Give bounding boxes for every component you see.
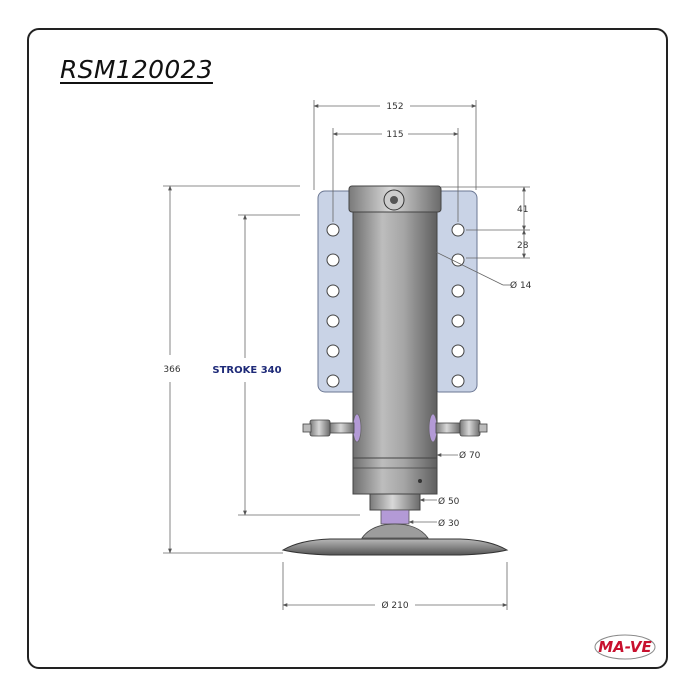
cylinder-body bbox=[348, 185, 442, 459]
mounting-hole bbox=[451, 344, 465, 358]
mounting-hole bbox=[326, 374, 340, 388]
mounting-hole bbox=[326, 314, 340, 328]
ma-ve-logo: MA-VE bbox=[594, 634, 656, 660]
dim-label-cylinder-diameter: Ø 70 bbox=[459, 450, 481, 461]
dim-label-hole-diameter: Ø 14 bbox=[510, 280, 532, 291]
dimension-366: 366 bbox=[163, 185, 300, 554]
dim-label-bracket-width: 152 bbox=[386, 102, 403, 112]
dim-label-neck-diameter: Ø 30 bbox=[438, 518, 460, 529]
logo-text: MA-VE bbox=[598, 638, 652, 656]
dimension-stroke: STROKE 340 bbox=[212, 214, 360, 516]
mounting-hole bbox=[451, 284, 465, 298]
mounting-hole bbox=[326, 223, 340, 237]
dim-label-stroke: STROKE 340 bbox=[212, 365, 281, 376]
dimension-hole-pitch: 41 28 bbox=[441, 186, 530, 259]
rod-neck bbox=[380, 509, 410, 525]
dimension-cylinder-diameter: Ø 70 bbox=[436, 450, 481, 461]
dim-label-rod-diameter: Ø 50 bbox=[438, 496, 460, 507]
mounting-bracket bbox=[317, 190, 478, 393]
mounting-hole bbox=[451, 223, 465, 237]
dim-label-hole-pitch: 28 bbox=[517, 241, 529, 251]
dimension-neck-diameter: Ø 30 bbox=[408, 518, 460, 529]
mounting-hole bbox=[326, 284, 340, 298]
dim-label-base-diameter: Ø 210 bbox=[381, 600, 408, 611]
part-number-title: RSM120023 bbox=[60, 55, 213, 84]
mounting-hole bbox=[326, 253, 340, 267]
dimension-hole-diameter: Ø 14 bbox=[435, 251, 532, 291]
piston-rod bbox=[369, 493, 421, 511]
dimension-base-diameter: Ø 210 bbox=[282, 562, 508, 611]
mounting-hole bbox=[451, 374, 465, 388]
dim-label-overall-height: 366 bbox=[163, 365, 180, 375]
dimension-115: 115 bbox=[332, 128, 459, 222]
dimension-152: 152 bbox=[313, 100, 477, 190]
mounting-hole bbox=[451, 314, 465, 328]
drawing-frame bbox=[27, 28, 668, 669]
dimension-rod-diameter: Ø 50 bbox=[419, 496, 460, 507]
base-plate bbox=[281, 538, 509, 556]
dim-label-hole-spacing: 115 bbox=[386, 130, 403, 140]
mounting-hole bbox=[451, 253, 465, 267]
lower-assembly bbox=[281, 457, 509, 556]
dim-label-top-to-hole: 41 bbox=[517, 205, 528, 215]
hydraulic-fitting-left bbox=[302, 419, 355, 437]
hydraulic-fitting-right bbox=[435, 419, 488, 437]
mounting-hole bbox=[326, 344, 340, 358]
